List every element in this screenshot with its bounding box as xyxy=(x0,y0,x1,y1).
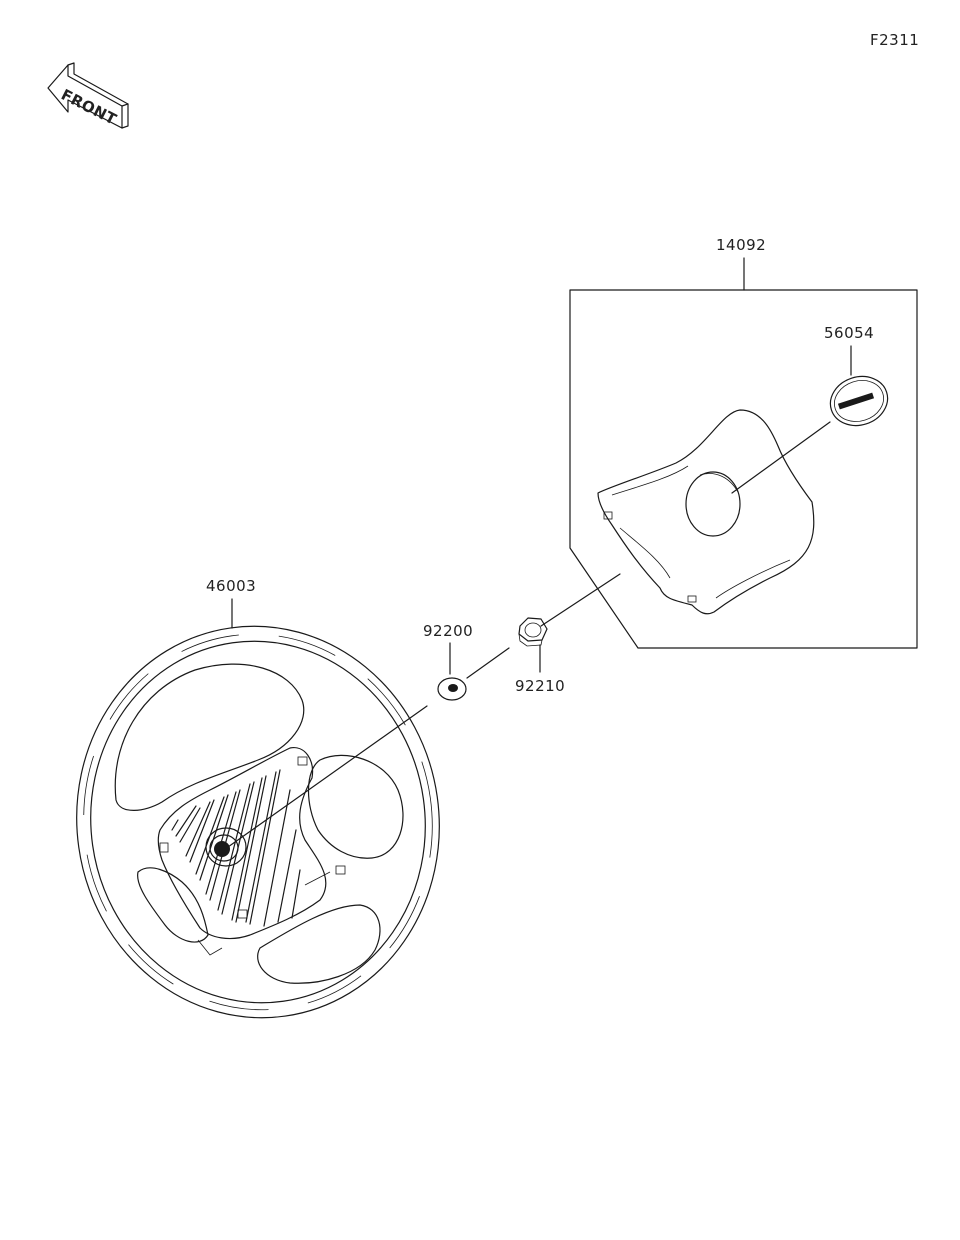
steering-wheel-part[interactable] xyxy=(51,603,464,1042)
part-label-92210[interactable]: 92210 xyxy=(515,677,565,695)
cover-assembly-frame xyxy=(569,289,918,649)
leader-emblem-to-cover xyxy=(731,421,831,494)
part-label-92200[interactable]: 92200 xyxy=(423,622,473,640)
wheel-rim-grip xyxy=(83,633,433,1011)
wheel-rim-inner xyxy=(90,640,426,1004)
washer-part[interactable] xyxy=(437,677,467,701)
horn-pad-cover-part[interactable] xyxy=(597,409,815,615)
wheel-opening-top xyxy=(114,663,305,811)
wheel-hub-shaft xyxy=(214,841,230,857)
wheel-clip-tab xyxy=(159,842,169,853)
wheel-hub-boss-inner xyxy=(209,834,239,862)
wheel-clip-tab xyxy=(297,756,308,766)
part-label-14092[interactable]: 14092 xyxy=(716,236,766,254)
front-arrow-icon: FRONT xyxy=(47,62,129,129)
wheel-opening-left xyxy=(137,867,209,943)
wheel-clip-tab xyxy=(237,909,248,919)
wheel-opening-right xyxy=(307,754,404,859)
emblem-logo-mark xyxy=(837,392,875,410)
cover-assembly-group: 14092 56054 xyxy=(540,236,918,649)
wheel-clip-tab xyxy=(335,865,346,875)
wheel-hub-boss-outer xyxy=(205,827,247,867)
wheel-hub-body xyxy=(157,747,327,940)
emblem-part[interactable] xyxy=(824,369,894,433)
nut-part[interactable] xyxy=(518,617,548,647)
part-label-56054[interactable]: 56054 xyxy=(824,324,874,342)
leader-nut-to-washer xyxy=(466,647,510,679)
leader-washer-to-wheel xyxy=(227,705,428,848)
leader-cover-to-nut xyxy=(540,573,621,627)
part-label-46003[interactable]: 46003 xyxy=(206,577,256,595)
wheel-opening-bottom xyxy=(257,904,381,984)
figure-code: F2311 xyxy=(870,31,919,49)
wheel-rim-outer xyxy=(76,625,440,1019)
emblem-recess xyxy=(685,471,741,537)
wheel-hub-ribs xyxy=(171,769,301,927)
